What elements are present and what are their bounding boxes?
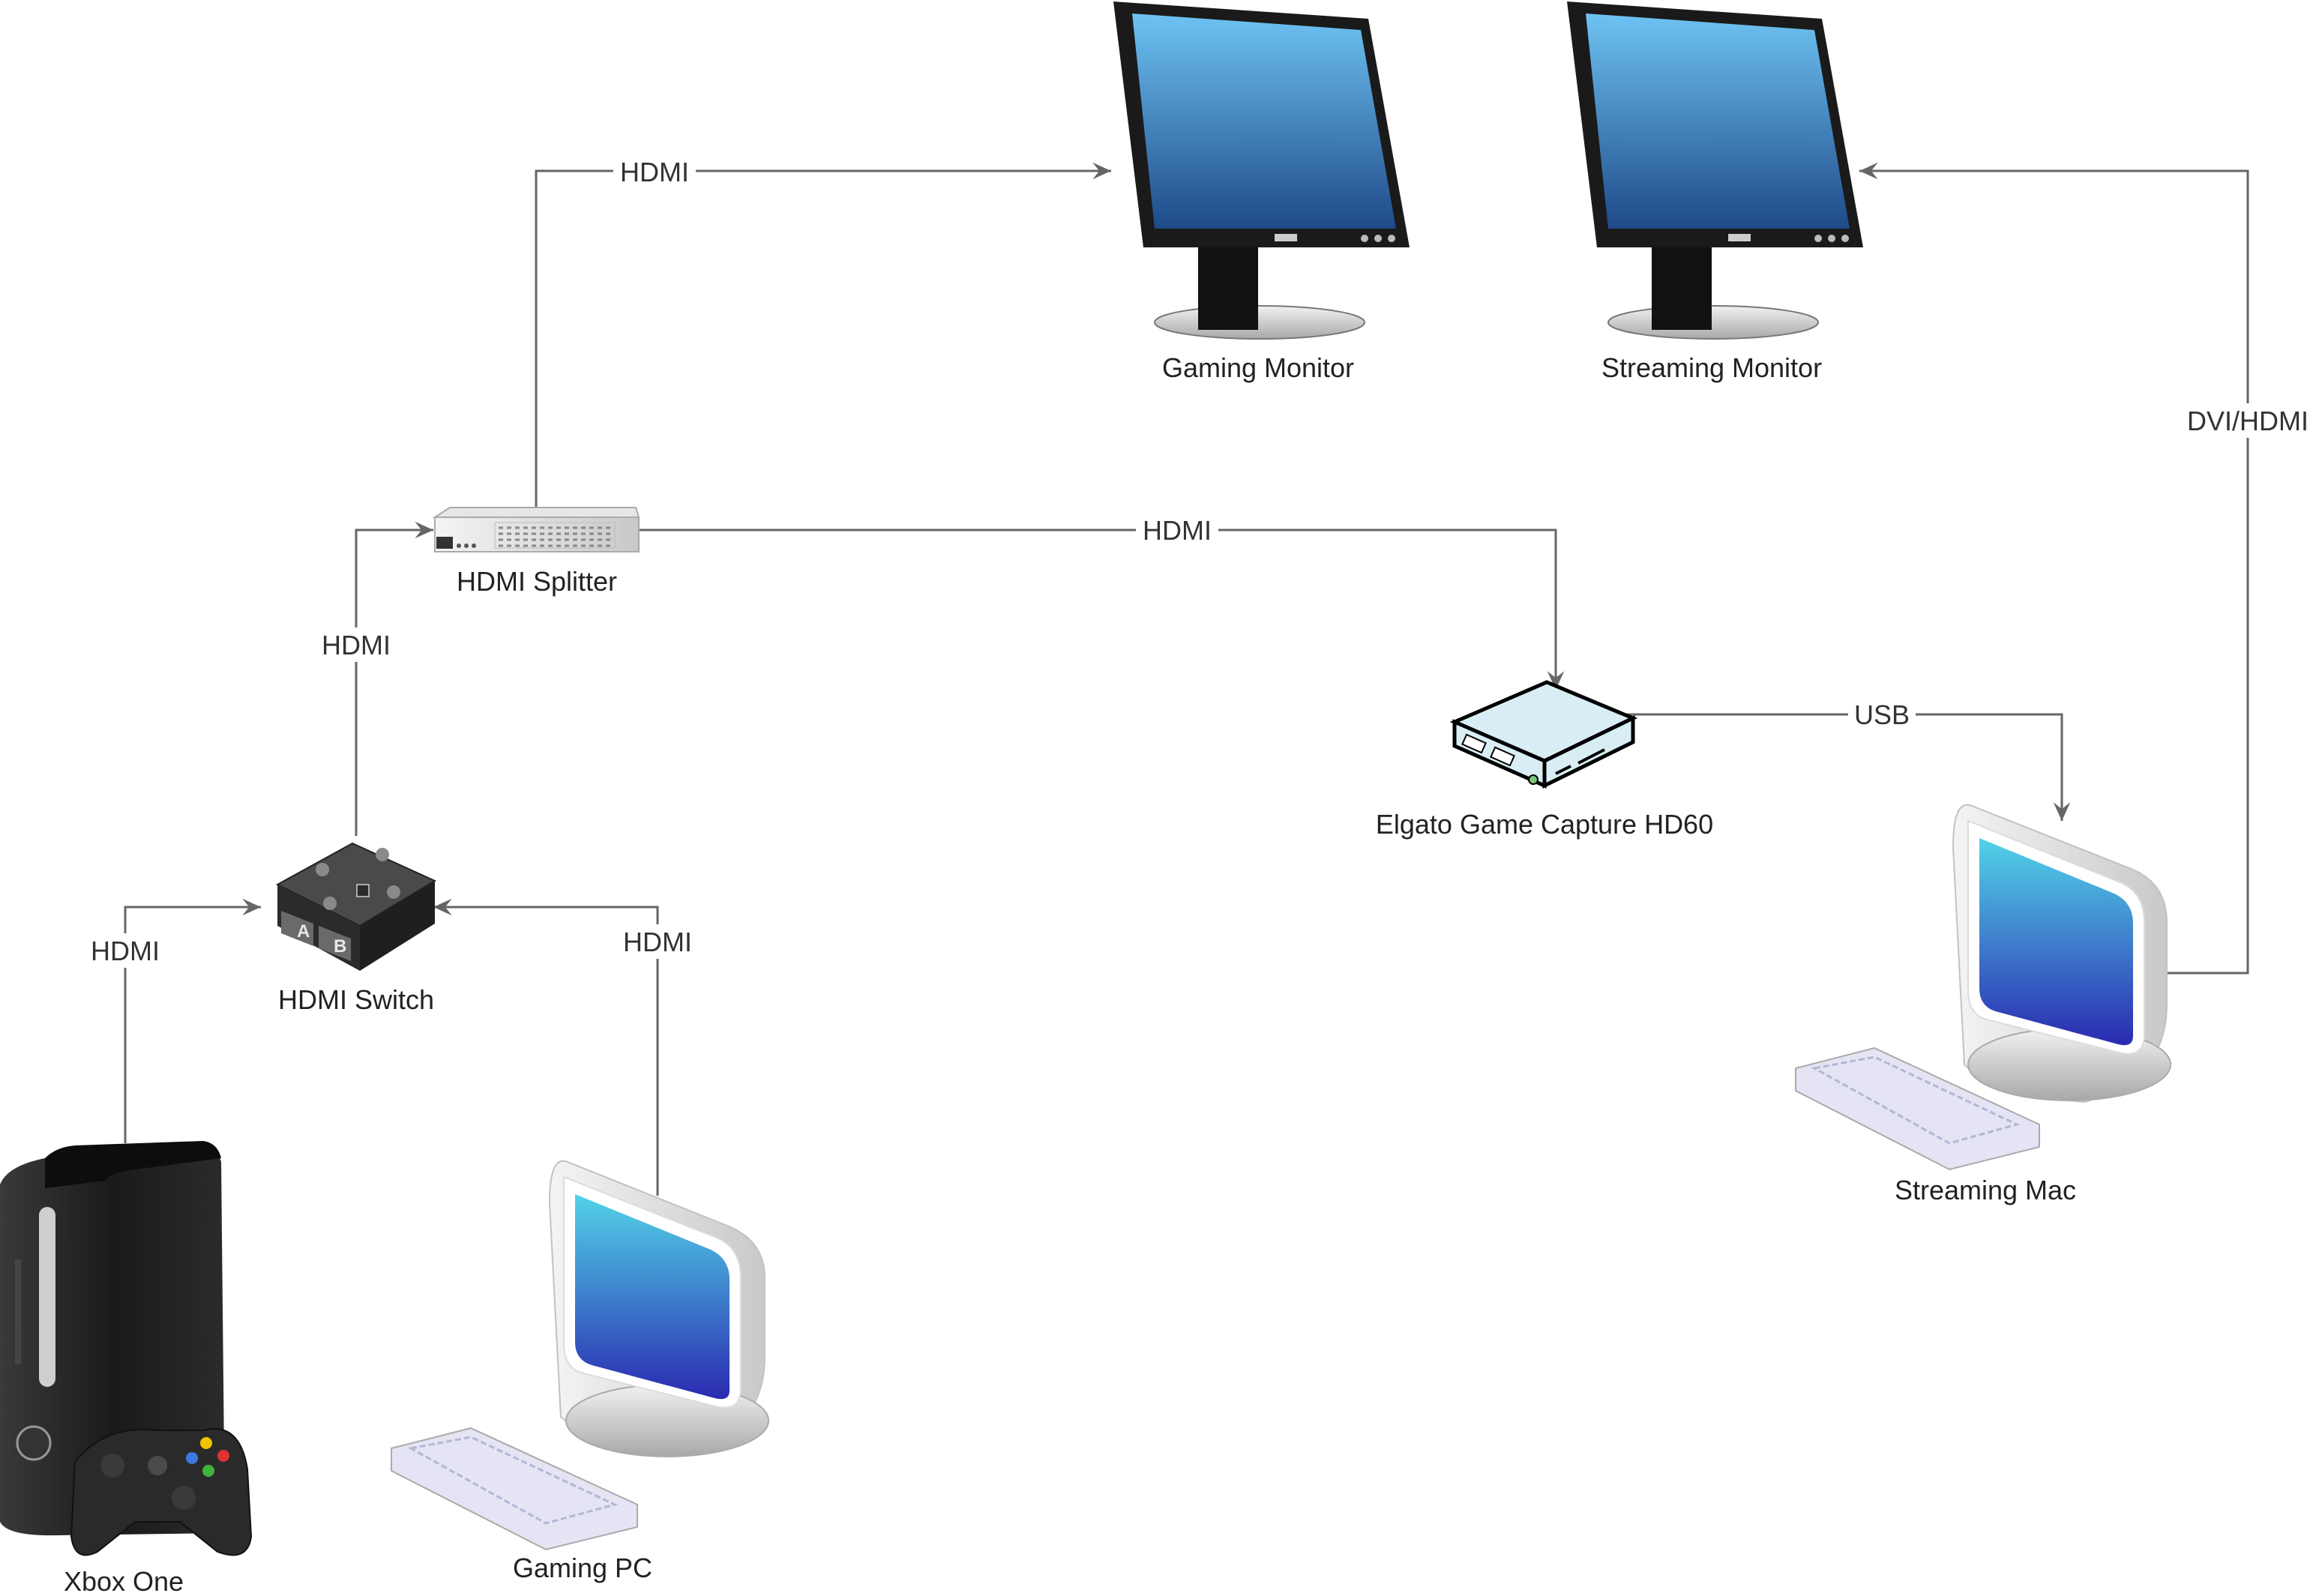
- edge-label: USB: [1854, 699, 1910, 730]
- node-label: HDMI Switch: [278, 984, 434, 1015]
- node-label: Streaming Monitor: [1601, 352, 1822, 383]
- game-console-icon: [0, 1141, 253, 1556]
- node-label: HDMI Splitter: [457, 566, 617, 597]
- capture-card-icon: [1449, 680, 1638, 789]
- edge-xbox-to-switch: HDMI: [84, 898, 261, 1143]
- edge-label: HDMI: [623, 927, 692, 957]
- node-xbox[interactable]: Xbox One: [0, 1141, 253, 1596]
- edge-label: HDMI: [322, 630, 391, 660]
- node-label: Gaming Monitor: [1162, 352, 1354, 383]
- edge-label: HDMI: [620, 157, 689, 187]
- node-label: Xbox One: [64, 1566, 184, 1596]
- edge-switch-to-splitter: HDMI: [315, 521, 433, 836]
- edge-mac-to-streaming-monitor: DVI/HDMI: [1859, 162, 2309, 975]
- monitor-icon: [1567, 1, 1863, 340]
- edge-label: DVI/HDMI: [2187, 406, 2309, 436]
- node-gaming-monitor[interactable]: Gaming Monitor: [1113, 1, 1410, 383]
- splitter-icon: [432, 507, 640, 552]
- node-hdmi-switch[interactable]: A B HDMI Switch: [275, 842, 437, 1015]
- node-hdmi-splitter[interactable]: HDMI Splitter: [432, 507, 640, 597]
- edge-splitter-to-elgato: HDMI: [637, 513, 1565, 690]
- edge-label: HDMI: [91, 936, 160, 966]
- edge-label: HDMI: [1143, 515, 1212, 546]
- edge-splitter-to-gaming-monitor: HDMI: [535, 154, 1111, 510]
- switch-icon: A B: [275, 842, 437, 971]
- node-label: Streaming Mac: [1895, 1175, 2076, 1205]
- node-streaming-monitor[interactable]: Streaming Monitor: [1567, 1, 1863, 383]
- desktop-computer-icon: [391, 1160, 769, 1551]
- node-streaming-mac[interactable]: Streaming Mac: [1795, 804, 2171, 1205]
- edge-pc-to-switch: HDMI: [433, 898, 699, 1196]
- desktop-computer-icon: [1795, 804, 2171, 1171]
- svg-text:B: B: [334, 936, 346, 957]
- edge-elgato-to-mac: USB: [1619, 697, 2071, 821]
- node-label: Gaming PC: [513, 1553, 652, 1583]
- node-label: Elgato Game Capture HD60: [1376, 809, 1713, 840]
- node-elgato[interactable]: Elgato Game Capture HD60: [1376, 680, 1713, 840]
- monitor-icon: [1113, 1, 1410, 340]
- svg-text:A: A: [297, 921, 310, 942]
- node-gaming-pc[interactable]: Gaming PC: [391, 1160, 769, 1583]
